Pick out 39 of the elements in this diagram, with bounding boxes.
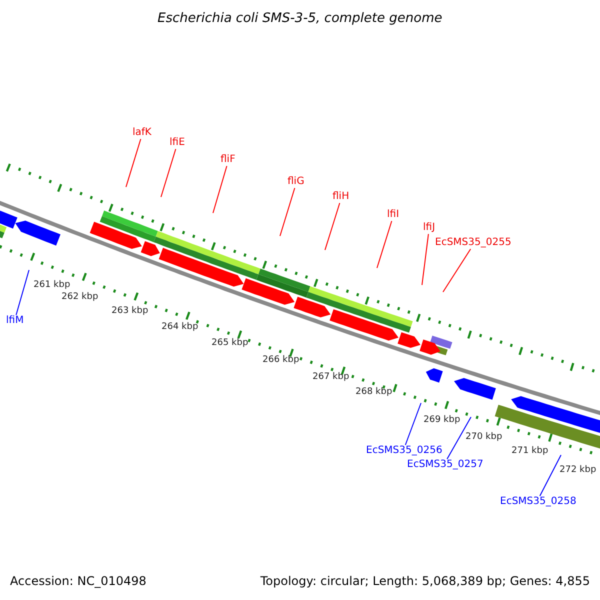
scale-label: 270 kbp: [466, 432, 502, 442]
scale-label: 262 kbp: [62, 292, 98, 302]
leader-line: [422, 234, 429, 286]
scale-label: 267 kbp: [312, 372, 350, 382]
map-title: Escherichia coli SMS-3-5, complete genome: [158, 12, 442, 24]
gene-label: lafK: [132, 128, 152, 138]
genome-stats-note: Topology: circular; Length: 5,068,389 bp; Genes: 4,855: [260, 575, 590, 587]
leader-line: [16, 270, 30, 316]
gene-label: EcSMS35_0257: [407, 460, 484, 470]
leader-line: [212, 166, 228, 214]
leader-line: [539, 454, 562, 496]
gene-label: lfiE: [170, 138, 185, 148]
leader-line: [376, 220, 392, 268]
gene-label: fliH: [332, 192, 350, 202]
leader-line: [446, 416, 472, 460]
leader-line: [126, 138, 142, 188]
scale-label: 266 kbp: [262, 356, 300, 364]
scale-label: 269 kbp: [424, 416, 460, 424]
gene-label: lfiM: [6, 316, 24, 326]
scale-label: 268 kbp: [356, 388, 392, 396]
leader-line: [324, 202, 340, 250]
scale-label: 263 kbp: [112, 306, 148, 316]
scale-label: 264 kbp: [162, 322, 198, 332]
gene-label: lfiJ: [423, 223, 436, 233]
scale-label: 265 kbp: [212, 338, 248, 348]
leader-line: [404, 402, 422, 446]
scale-label: 271 kbp: [512, 446, 548, 456]
leader-line: [160, 148, 176, 198]
scale-label: 272 kbp: [560, 466, 596, 474]
leader-line: [442, 248, 472, 292]
accession-note: Accession: NC_010498: [10, 575, 146, 587]
leader-line: [280, 188, 296, 236]
gene-label: fliF: [220, 155, 236, 165]
gene-label: fliG: [288, 177, 304, 187]
gene-label: lfiI: [387, 210, 400, 220]
scale-label: 261 kbp: [34, 280, 70, 290]
gene-label: EcSMS35_0255: [435, 238, 512, 248]
gene-label: EcSMS35_0258: [500, 497, 576, 507]
gene-label: EcSMS35_0256: [366, 446, 442, 456]
